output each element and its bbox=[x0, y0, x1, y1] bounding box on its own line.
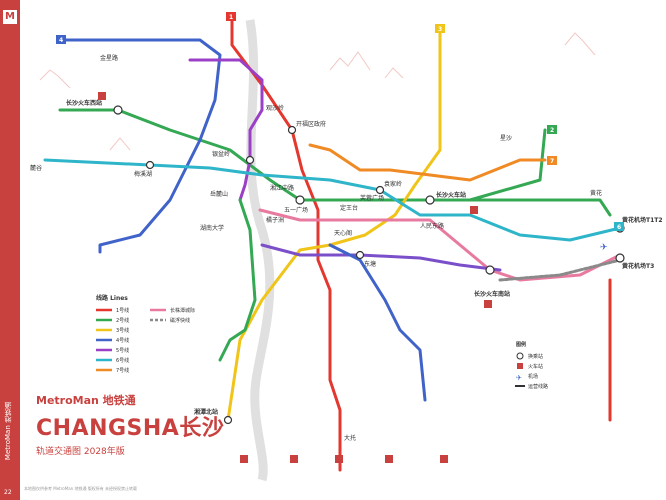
label-airport3: 黄花机场T3 bbox=[622, 262, 654, 270]
label-dahe: 大托 bbox=[344, 434, 356, 442]
label-jinxing: 金星路 bbox=[100, 54, 118, 62]
label-renmindong: 人民东路 bbox=[420, 222, 444, 230]
line-intercity bbox=[258, 208, 622, 282]
label-hunan_univ: 湖南大学 bbox=[200, 224, 224, 232]
label-changshaxi: 长沙火车西站 bbox=[66, 99, 102, 107]
svg-text:1: 1 bbox=[229, 14, 233, 21]
label-guanshaling: 观沙岭 bbox=[266, 104, 284, 112]
airport-plane-icon: ✈ bbox=[600, 243, 608, 253]
line-badges: 1 2 3 4 6 7 bbox=[56, 12, 624, 231]
label-changsha_county: 星沙 bbox=[500, 135, 512, 142]
label-yuelu: 岳麓山 bbox=[210, 190, 228, 198]
svg-text:7: 7 bbox=[550, 158, 554, 165]
symbol-item-2: 火车站 bbox=[528, 363, 543, 370]
brand-box: MetroMan 地铁通 CHANGSHA长沙 轨道交通图 2028年版 bbox=[36, 392, 226, 457]
station-wangchengbei[interactable] bbox=[223, 415, 233, 425]
legend-item-5: 5号线 bbox=[116, 347, 129, 354]
brand-city: CHANGSHA长沙 bbox=[36, 416, 225, 441]
svg-text:2: 2 bbox=[550, 127, 554, 134]
station-changshanan[interactable] bbox=[485, 265, 495, 275]
label-furong: 芙蓉广场 bbox=[360, 194, 384, 202]
line-ring bbox=[260, 243, 502, 272]
station-yinpenling[interactable] bbox=[245, 155, 255, 165]
label-lugu: 麓谷 bbox=[30, 164, 42, 172]
label-kaifuqu: 开福区政府 bbox=[296, 120, 326, 128]
station-kaifuqu[interactable] bbox=[287, 125, 297, 135]
line-southwest bbox=[218, 198, 257, 362]
legend-item-6: 6号线 bbox=[116, 357, 129, 364]
label-xiangjiang: 湘江中路 bbox=[270, 184, 294, 192]
svg-text:4: 4 bbox=[59, 37, 63, 44]
bottom-termini bbox=[240, 455, 448, 463]
brand-metroman: MetroMan 地铁通 bbox=[36, 394, 136, 407]
line-4 bbox=[58, 38, 222, 254]
train-station-icon-central bbox=[470, 206, 478, 214]
legend: 线路 Lines 1号线 2号线 3号线 4号线 5号线 6号线 7号线 长株潭… bbox=[96, 294, 195, 374]
train-station-icon-west bbox=[98, 92, 106, 100]
label-yinpenling: 银盆岭 bbox=[212, 150, 230, 158]
brand-subtitle: 轨道交通图 2028年版 bbox=[36, 447, 125, 457]
page-number: 22 bbox=[4, 489, 12, 496]
side-strip: M MetroMan 地铁通 22 bbox=[0, 0, 20, 500]
footer-text: 本地图仅供参考 MetroMan 地铁通 版权所有 未经授权禁止转载 bbox=[24, 486, 138, 491]
station-meixihu[interactable] bbox=[145, 160, 155, 170]
decor-mountains bbox=[39, 32, 596, 151]
line-3 bbox=[226, 28, 442, 422]
station-yuanjialing[interactable] bbox=[375, 185, 385, 195]
line-1 bbox=[230, 16, 342, 472]
lines bbox=[43, 16, 622, 472]
legend-title: 线路 Lines bbox=[96, 294, 128, 302]
line-east bbox=[468, 198, 612, 217]
symbol-item-3: 机场 bbox=[528, 373, 538, 380]
station-dongtang[interactable] bbox=[355, 250, 365, 260]
station-labels: 长沙火车西站 五一广场 长沙火车站 长沙火车南站 黄花机场T1T2 黄花机场T3… bbox=[30, 54, 663, 442]
legend-item-7: 7号线 bbox=[116, 367, 129, 374]
airplane-icon: ✈ bbox=[516, 374, 522, 382]
train-station-icon-south bbox=[484, 300, 492, 308]
line-4-south bbox=[328, 243, 427, 402]
legend-item-3: 3号线 bbox=[116, 327, 129, 334]
metroman-logo-icon: M bbox=[3, 10, 17, 24]
line-5 bbox=[188, 58, 264, 202]
symbol-legend: 图例 换乘站 火车站 ✈ 机场 运营线路 bbox=[515, 341, 548, 390]
symbol-legend-title: 图例 bbox=[516, 341, 526, 348]
label-juzizhou: 橘子洲 bbox=[266, 216, 284, 224]
station-wuyiguangchang[interactable] bbox=[295, 195, 305, 205]
label-dingwangtai: 定王台 bbox=[340, 204, 358, 212]
label-tianxin: 天心阁 bbox=[334, 229, 352, 237]
station-airport3[interactable] bbox=[615, 253, 625, 263]
label-wangchengbei: 湘潭北站 bbox=[194, 408, 218, 416]
station-changshazhan[interactable] bbox=[425, 195, 435, 205]
svg-text:6: 6 bbox=[617, 224, 621, 231]
legend-item-1: 1号线 bbox=[116, 307, 129, 314]
legend-item-4: 4号线 bbox=[116, 337, 129, 344]
line-maglev bbox=[498, 258, 622, 282]
legend-item-8: 长株潭城际 bbox=[170, 307, 195, 314]
line-7 bbox=[308, 143, 547, 182]
label-yuanjialing: 袁家岭 bbox=[384, 180, 402, 188]
label-airport12: 黄花机场T1T2 bbox=[622, 216, 663, 224]
label-wuyiguangchang: 五一广场 bbox=[284, 206, 308, 214]
label-huanghuayun: 黄花 bbox=[590, 189, 602, 197]
label-meixihu: 梅溪湖 bbox=[134, 170, 152, 178]
label-dongtang: 东塘 bbox=[364, 260, 376, 268]
xiangjiang-river bbox=[245, 19, 275, 482]
label-changshanan: 长沙火车南站 bbox=[474, 290, 510, 298]
symbol-item-4: 运营线路 bbox=[528, 383, 548, 390]
legend-item-9: 磁浮快线 bbox=[170, 317, 190, 324]
svg-text:3: 3 bbox=[438, 26, 442, 33]
station-changshaxi[interactable] bbox=[113, 105, 123, 115]
label-changshazhan: 长沙火车站 bbox=[436, 191, 466, 199]
legend-item-2: 2号线 bbox=[116, 317, 129, 324]
symbol-item-1: 换乘站 bbox=[528, 353, 543, 360]
